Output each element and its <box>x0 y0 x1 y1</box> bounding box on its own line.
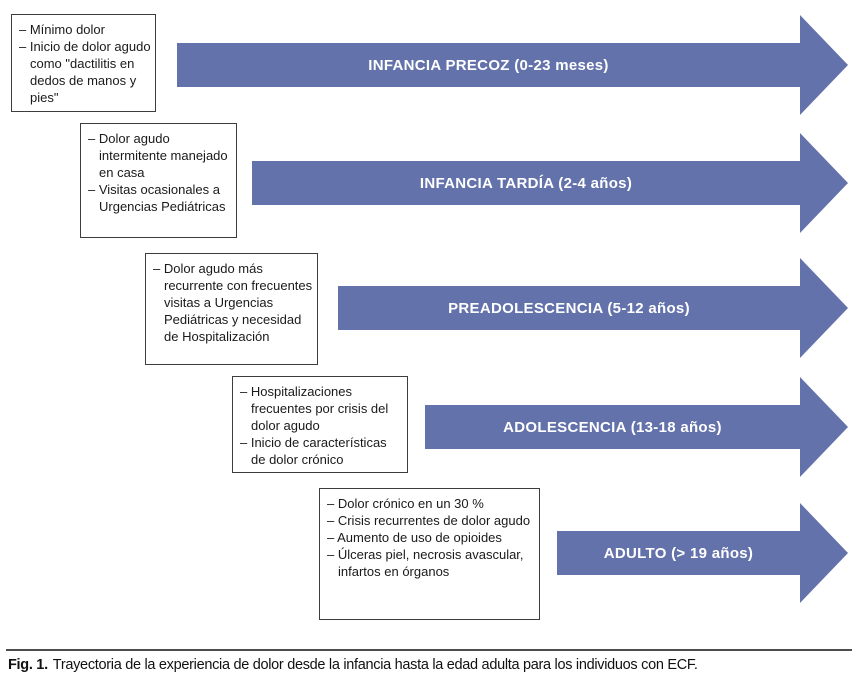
bullet-item: – Inicio de características de dolor cró… <box>240 435 387 467</box>
note-box-adolescencia: – Hospitalizaciones frecuentes por crisi… <box>232 376 408 473</box>
bullet-item: – Dolor crónico en un 30 % <box>327 496 484 511</box>
stage-arrow-preadolescencia: PREADOLESCENCIA (5-12 años) <box>338 258 848 358</box>
bullet-item: – Visitas ocasionales a Urgencias Pediát… <box>88 182 226 214</box>
bullet-item: – Dolor agudo más recurrente con frecuen… <box>153 261 313 344</box>
stage-arrow-adulto: ADULTO (> 19 años) <box>557 503 848 603</box>
stage-arrow-label: ADOLESCENCIA (13-18 años) <box>503 418 722 436</box>
stage-arrow-label: PREADOLESCENCIA (5-12 años) <box>448 299 690 317</box>
bullet-item: – Hospitalizaciones frecuentes por crisi… <box>240 384 389 433</box>
note-box-preadolescencia: – Dolor agudo más recurrente con frecuen… <box>145 253 318 365</box>
note-box-infancia-tardia: – Dolor agudo intermitente manejado en c… <box>80 123 237 238</box>
figure-caption-number: Fig. 1. <box>8 657 48 673</box>
stage-arrow-adolescencia: ADOLESCENCIA (13-18 años) <box>425 377 848 477</box>
figure-caption-text: Trayectoria de la experiencia de dolor d… <box>52 657 698 673</box>
note-box-adulto: – Dolor crónico en un 30 % – Crisis recur… <box>319 488 540 620</box>
caption-divider <box>6 649 852 651</box>
stage-arrow-label: ADULTO (> 19 años) <box>603 544 754 562</box>
bullet-item: – Aumento de uso de opioides <box>327 530 502 545</box>
note-box-infancia-precoz: – Mínimo dolor – Inicio de dolor agudo co… <box>11 14 156 112</box>
bullet-item: – Dolor agudo intermitente manejado en c… <box>88 131 228 180</box>
bullet-item: – Mínimo dolor <box>19 22 105 37</box>
stage-arrow-infancia-tardia: INFANCIA TARDÍA (2-4 años) <box>252 133 848 233</box>
figure-caption: Fig. 1.Trayectoria de la experiencia de … <box>8 656 852 675</box>
stage-arrow-infancia-precoz: INFANCIA PRECOZ (0-23 meses) <box>177 15 848 115</box>
bullet-item: – Úlceras piel, necrosis avascular, infa… <box>327 547 524 579</box>
stage-arrow-label: INFANCIA TARDÍA (2-4 años) <box>419 174 633 192</box>
bullet-item: – Inicio de dolor agudo como "dactilitis… <box>19 39 151 105</box>
bullet-item: – Crisis recurrentes de dolor agudo <box>327 513 531 528</box>
stage-arrow-label: INFANCIA PRECOZ (0-23 meses) <box>368 56 609 74</box>
